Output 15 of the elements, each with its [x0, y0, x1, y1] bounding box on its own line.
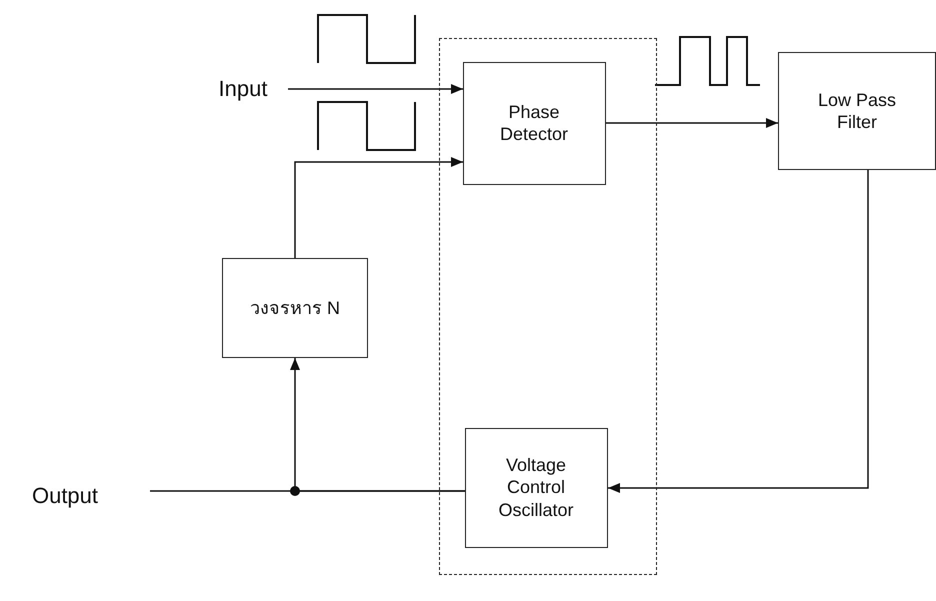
- block-label: วงจรหาร N: [250, 296, 340, 320]
- signal-label: Output: [15, 478, 115, 514]
- vco-box: [464, 428, 608, 548]
- low-pass-filter-box: [778, 52, 936, 170]
- block-label: Low Pass Filter: [816, 88, 898, 134]
- block-label: Phase Detector: [498, 100, 570, 146]
- connector-arrow: [606, 118, 778, 128]
- dashed-group-box: [439, 38, 657, 575]
- signal-label: Input: [200, 72, 286, 106]
- connector-arrow: [608, 170, 869, 493]
- connector-arrow: [290, 358, 465, 492]
- connector-arrow: [294, 157, 463, 258]
- block-label: Voltage Control Oscillator: [497, 454, 574, 522]
- phase-detector-box: [462, 62, 606, 184]
- connector-arrow: [288, 84, 463, 94]
